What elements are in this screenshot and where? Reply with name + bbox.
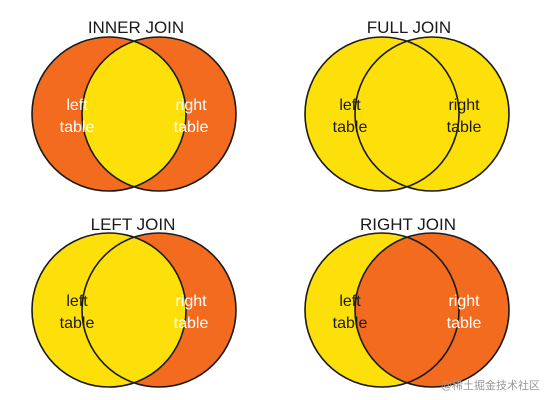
right-table-label-line: table [174,315,209,332]
left-table-label: left table [333,293,368,332]
left-circle-outline [304,232,460,388]
left-circle-outline [31,232,187,388]
panel-title: FULL JOIN [367,18,451,37]
right-table-label: right table [174,293,209,332]
left-table-label-line: table [60,315,95,332]
left-table-label: left table [333,97,368,136]
right-table-label-line: table [447,315,482,332]
right-circle-outline [354,36,510,192]
overlap-region [355,233,459,387]
watermark-text: @稀土掘金技术社区 [441,378,540,392]
venn-panel-4: RIGHT JOIN left table right table [304,215,510,388]
right-table-label-line: right [175,97,207,114]
venn-panel-3: LEFT JOIN left table right table [31,215,237,388]
panel-title: LEFT JOIN [91,215,176,234]
right-table-label-line: right [175,293,207,310]
left-circle-outline [31,36,187,192]
right-circle-outline [81,232,237,388]
left-table-label-line: table [333,119,368,136]
venn-panel-2: FULL JOIN left table right table [304,18,510,192]
right-circle-outline [81,36,237,192]
right-table-label: right table [174,97,209,136]
right-table-label-line: right [448,97,480,114]
left-table-label: left table [60,293,95,332]
panel-title: INNER JOIN [88,18,184,37]
right-table-label-line: right [448,293,480,310]
left-table-label-line: table [60,119,95,136]
left-table-label-line: left [66,97,88,114]
left-table-label-line: left [66,293,88,310]
right-table-label: right table [447,293,482,332]
overlap-region [82,233,186,387]
right-table-label-line: table [447,119,482,136]
left-table-label-line: table [333,315,368,332]
right-table-label: right table [447,97,482,136]
left-table-label-line: left [339,97,361,114]
overlap-region [355,37,459,191]
venn-panel-1: INNER JOIN left table right table [31,18,237,192]
right-table-label-line: table [174,119,209,136]
left-table-label-line: left [339,293,361,310]
panel-title: RIGHT JOIN [360,215,456,234]
left-table-label: left table [60,97,95,136]
left-circle-outline [304,36,460,192]
right-circle-outline [354,232,510,388]
overlap-region [82,37,186,191]
